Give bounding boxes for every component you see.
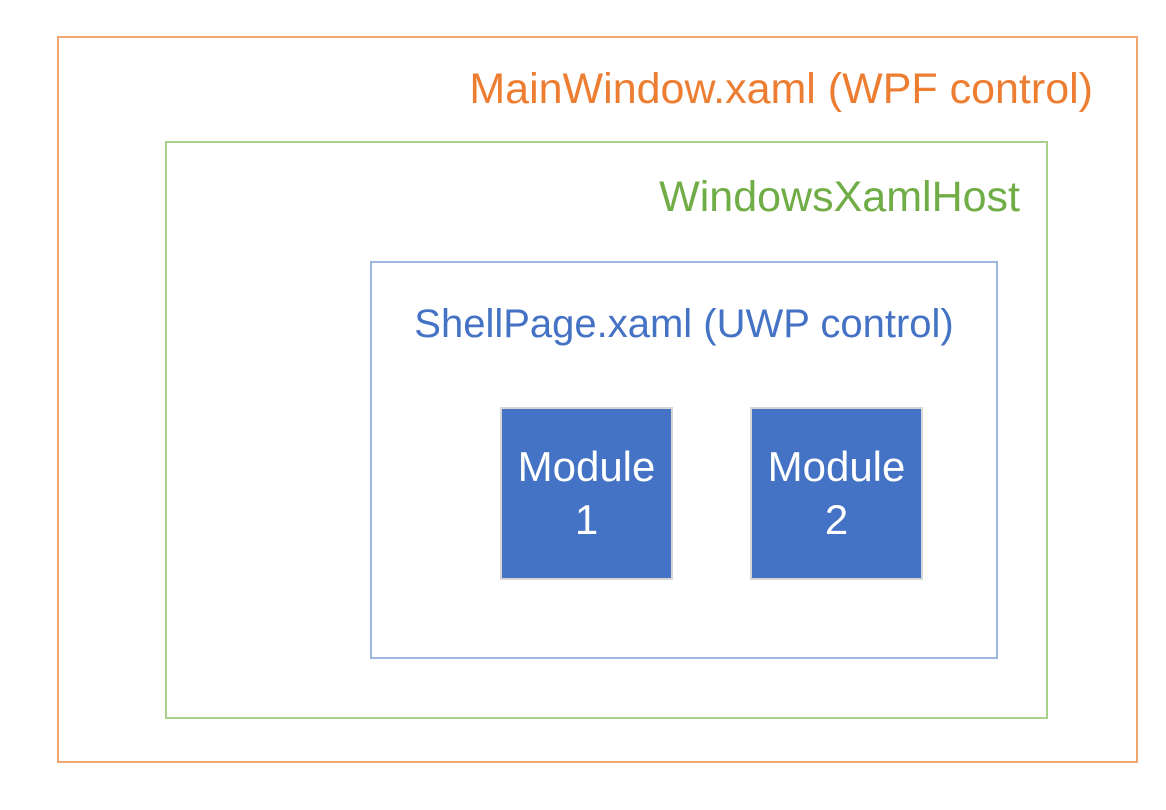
windowsxamlhost-box: WindowsXamlHost ShellPage.xaml (UWP cont… — [165, 141, 1048, 719]
mainwindow-wpf-box: MainWindow.xaml (WPF control) WindowsXam… — [57, 36, 1138, 763]
module-2-label-line2: 2 — [824, 495, 849, 543]
module-1-box: Module 1 — [500, 407, 673, 580]
shellpage-uwp-box: ShellPage.xaml (UWP control) Module 1 Mo… — [370, 261, 998, 659]
module-1-label-line1: Module — [517, 443, 656, 491]
module-2-label-line1: Module — [767, 443, 906, 491]
mainwindow-wpf-label: MainWindow.xaml (WPF control) — [469, 65, 1093, 113]
shellpage-uwp-label: ShellPage.xaml (UWP control) — [414, 302, 954, 346]
module-2-box: Module 2 — [750, 407, 923, 580]
windowsxamlhost-label: WindowsXamlHost — [659, 173, 1020, 221]
module-1-label-line2: 1 — [574, 495, 599, 543]
